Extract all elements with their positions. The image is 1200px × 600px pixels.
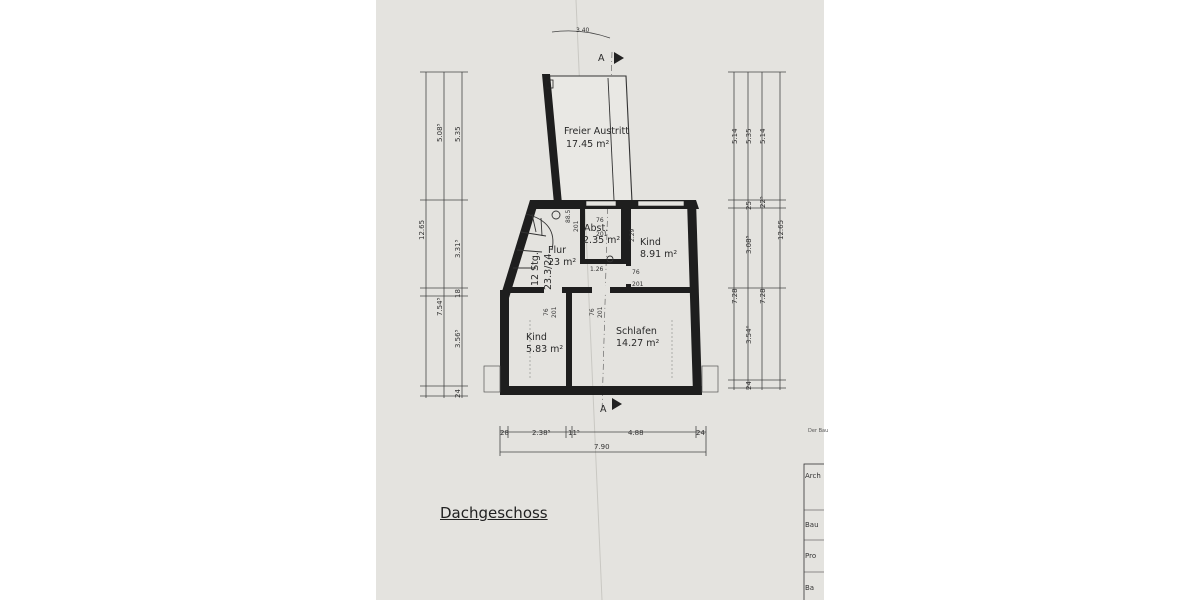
dim-left-upper: 5.08⁵ [436,123,444,142]
dim-right-inner: 3.54⁰ [745,325,753,344]
wall-abst-right [621,204,626,264]
kind-large-name: Kind [640,237,661,248]
dim-left-bottom: 24 [454,389,462,398]
section-arrow-top [614,52,624,64]
eave-left [483,365,501,393]
stair-arc [525,213,554,251]
eave-right [701,365,719,393]
dim-door-j: 201 [551,306,558,318]
floor-plan: A A 3.40 Freier Austritt 17.45 m² Abst. … [418,0,824,600]
wall-right [687,200,702,394]
schlafen-name: Schlafen [616,326,657,337]
stair-post [551,210,561,220]
terrace-left-wall [542,74,562,204]
flur-name: Flur [548,245,566,256]
dim-left-lower: 3.56⁵ [454,329,462,348]
dim-door-h: 201 [632,281,644,288]
abst-area: 2.35 m² [583,235,620,246]
drawing-title: Dachgeschoss [440,504,548,522]
dim-door-e: 2.29 [629,228,636,242]
dim-bottom-mid: 11⁵ [568,429,580,437]
section-label-bottom: A [600,404,607,415]
dim-left-gap: 18 [454,289,462,298]
dim-bottom-left: 2.38⁵ [532,429,551,437]
abst-name: Abst. [584,223,608,234]
stairs-count: 12 Stg. [530,252,541,286]
kind-small-area: 5.83 m² [526,344,563,355]
wall-kind-left [626,204,631,292]
stair-treads [513,213,547,269]
schlafen-area: 14.27 m² [616,338,659,349]
window-kind [637,200,685,207]
dim-right-lower-b: 7.28 [759,288,767,304]
window-abst [585,200,617,207]
dim-door-a: 76 [596,217,604,224]
dim-door-d: 201 [573,220,580,232]
title-block-fragment: Der Bau [808,428,829,434]
section-label-top: A [598,53,605,64]
wall-left-lower [500,290,509,394]
dim-top-line [551,30,611,39]
section-line [601,51,613,413]
title-block-bau: Bau [805,521,819,529]
left-dimension-chain [420,71,468,398]
dim-right-lower-a: 7.28 [731,288,739,304]
flur-area: 23 m² [548,257,576,268]
dim-door-f: 1.26 [590,266,604,273]
terrace-rail [607,77,615,201]
dim-door-l: 201 [597,306,604,318]
title-block-pro: Pro [805,552,817,560]
dim-right-gap-a: 25 [745,201,753,210]
dim-left-upper-inner: 5.35 [454,126,462,142]
dim-left-outer: 12.65 [418,220,426,240]
dim-bottom-total: 7.90 [594,443,610,451]
dim-right-mid: 3.08⁵ [745,235,753,254]
section-arrow-bottom [612,398,622,410]
dim-door-i: 76 [543,308,550,316]
dim-bottom-left-wall: 28 [500,429,509,437]
dim-right-c: 5.14 [759,128,767,144]
door-kind-large [622,266,632,284]
wall-abst-left [580,204,585,264]
terrace-name: Freier Austritt [564,126,629,137]
right-dimension-chain [728,71,786,390]
dim-door-b: 201 [596,231,608,238]
title-block-frame [803,463,824,600]
dim-right-a: 5.14 [731,128,739,144]
dim-door-k: 76 [589,308,596,316]
door-schlafen [592,286,610,294]
dim-door-g: 76 [632,269,640,276]
bottom-dimension-chain [499,426,707,456]
dim-bottom-right: 4.88 [628,429,644,437]
dim-right-bottom: 24 [745,381,753,390]
dim-right-outer: 12.65 [777,220,785,240]
door-kind-small [544,286,562,294]
dim-left-mid-inner: 7.54⁵ [436,297,444,316]
dim-left-mid: 3.31⁵ [454,239,462,258]
wall-left-upper [500,200,539,298]
kind-small-name: Kind [526,332,547,343]
dim-bottom-right-wall: 24 [696,429,705,437]
wall-bottom [500,386,702,395]
kind-large-area: 8.91 m² [640,249,677,260]
drawing-sheet: A A 3.40 Freier Austritt 17.45 m² Abst. … [376,0,824,600]
stairs-spec: 23.3/24 [543,254,554,290]
dim-top: 3.40 [576,27,590,34]
title-block-arch: Arch [805,472,821,480]
wall-kind-schlafen [566,293,572,387]
dim-right-b: 5.35 [745,128,753,144]
dim-right-gap-b: 22⁵ [759,196,767,208]
terrace-area: 17.45 m² [566,139,609,150]
title-block-ba: Ba [805,584,815,592]
dim-door-c: 88.5 [565,209,572,223]
terrace-drain [545,79,554,89]
abst-fixture [606,255,614,263]
wall-abst-bottom [580,259,626,264]
